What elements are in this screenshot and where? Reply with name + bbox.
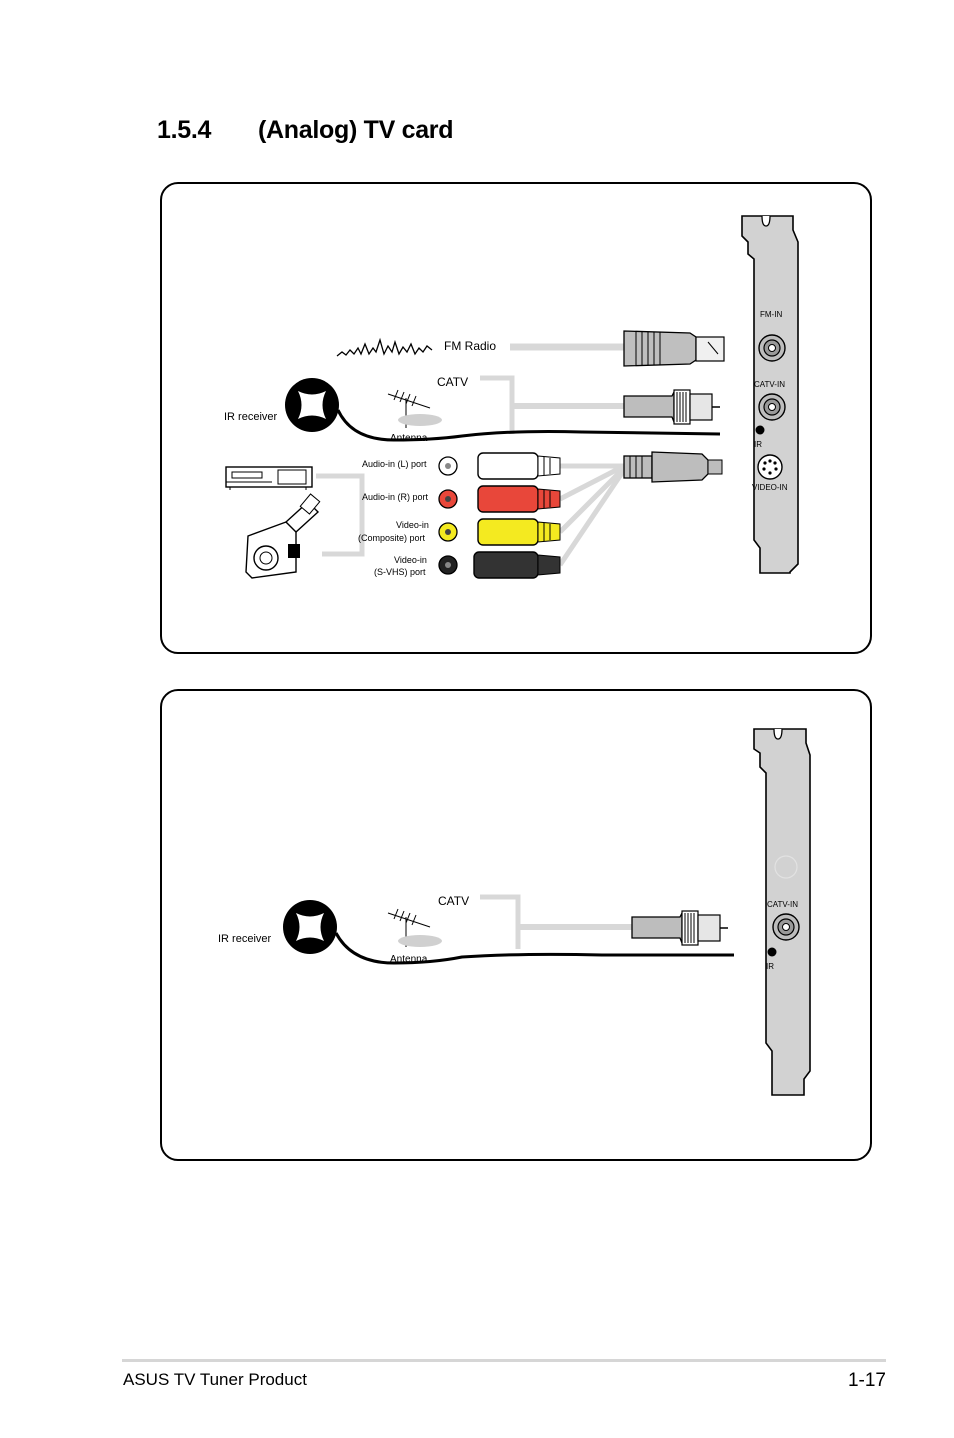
video-in-svhs-label-2: (S-VHS) port	[374, 567, 426, 577]
ir-receiver-icon	[285, 378, 339, 432]
ir-receiver-label: IR receiver	[224, 411, 278, 423]
bracket-ir-label: IR	[754, 440, 762, 449]
video-in-svhs-label-1: Video-in	[394, 555, 427, 565]
vcr-icon	[225, 466, 313, 490]
fm-radio-wave-icon	[336, 337, 433, 357]
fm-plug-icon	[623, 330, 725, 367]
fm-radio-label: FM Radio	[444, 339, 496, 353]
ir-receiver-label: IR receiver	[218, 933, 272, 945]
audio-in-l-label: Audio-in (L) port	[362, 459, 427, 469]
tv-card-diagram-catv: CATV-IN IR CATV Antenna IR receiver	[160, 689, 872, 1161]
ir-jack-icon	[767, 947, 777, 957]
catv-plug-icon	[623, 389, 720, 425]
device-cable-bracket	[316, 473, 365, 557]
rca-plug-white	[477, 452, 561, 480]
bracket-video-in-label: VIDEO-IN	[752, 483, 788, 492]
rca-plug-red	[477, 485, 561, 513]
catv-label: CATV	[437, 375, 468, 389]
ir-cable	[336, 409, 721, 442]
bracket-ir-label: IR	[766, 962, 774, 971]
catv-label: CATV	[438, 894, 469, 908]
antenna-icon	[387, 389, 442, 428]
video-in-combined-plug-icon	[623, 451, 723, 483]
pci-bracket	[753, 728, 811, 1096]
video-in-composite-label-1: Video-in	[396, 520, 429, 530]
ir-cable	[334, 932, 734, 965]
antenna-label: Antenna	[390, 954, 428, 965]
video-in-composite-label-2: (Composite) port	[358, 533, 426, 543]
catv-in-jack-icon	[758, 393, 786, 421]
bracket-catv-in-label: CATV-IN	[767, 900, 798, 909]
rca-plug-yellow	[477, 518, 561, 546]
section-heading: (Analog) TV card	[258, 116, 454, 144]
svhs-plug-black	[473, 551, 561, 579]
footer-rule	[122, 1359, 886, 1362]
catv-wall-outlet	[480, 894, 521, 949]
ir-receiver-icon	[283, 900, 337, 954]
footer-page-number: 1-17	[847, 1370, 886, 1391]
footer-product: ASUS TV Tuner Product	[123, 1370, 307, 1389]
catv-wall-outlet	[480, 375, 515, 434]
fm-in-jack-icon	[758, 334, 786, 362]
bracket-catv-in-label: CATV-IN	[754, 380, 785, 389]
diagram2-svg: CATV-IN IR CATV Antenna IR receiver	[218, 728, 811, 1096]
camcorder-icon	[245, 493, 321, 579]
bracket-fm-in-label: FM-IN	[760, 310, 782, 319]
diagram1-svg: FM-IN CATV-IN IR VIDEO-IN FM Radio CATV	[224, 215, 799, 579]
audio-in-r-label: Audio-in (R) port	[362, 492, 429, 502]
catv-in-jack-icon	[772, 913, 800, 941]
section-title: 1.5.4 (Analog) TV card	[157, 116, 454, 145]
ir-jack-icon	[755, 425, 765, 435]
tv-card-diagram-full: FM-IN CATV-IN IR VIDEO-IN FM Radio CATV	[160, 182, 872, 654]
antenna-icon	[387, 908, 442, 947]
video-in-jack-icon	[757, 454, 783, 480]
section-number: 1.5.4	[157, 116, 212, 144]
catv-plug-icon	[631, 910, 728, 946]
